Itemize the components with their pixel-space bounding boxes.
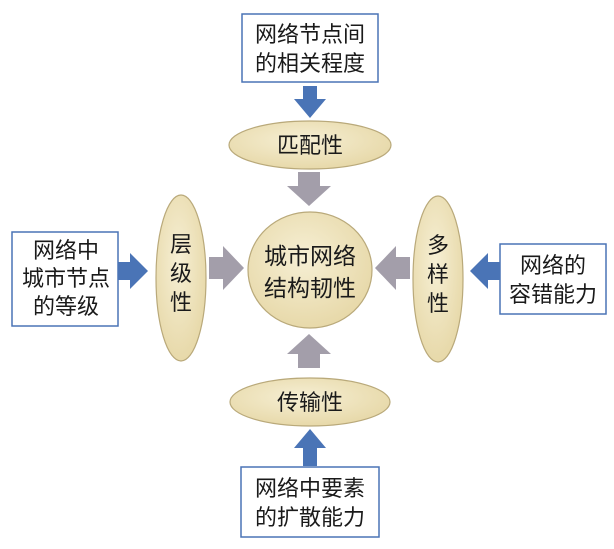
property-right-char-3: 性 [427,292,449,317]
gray-arrows [209,172,410,368]
property-right-char-2: 样 [427,263,449,288]
property-right: 多 样 性 [412,195,464,363]
factor-left: 网络中 城市节点 的等级 [11,231,119,327]
center-label-line2: 结构韧性 [264,276,356,302]
factor-right-line2: 容错能力 [509,283,597,308]
factor-bottom-line1: 网络中要素 [255,477,365,502]
gray-arrow-top [287,172,331,206]
property-bottom-label: 传输性 [277,391,343,416]
blue-arrow-right [470,253,500,289]
gray-arrow-right [375,246,410,290]
factor-right: 网络的 容错能力 [499,243,607,315]
property-top: 匹配性 [228,120,392,170]
factor-top: 网络节点间 的相关程度 [241,13,379,83]
center-node: 城市网络 结构韧性 [247,211,373,329]
factor-top-line2: 的相关程度 [255,52,365,77]
blue-arrow-left [118,253,148,289]
property-top-label: 匹配性 [277,134,343,159]
property-bottom: 传输性 [229,377,391,427]
factor-left-line2: 城市节点 [22,267,110,292]
blue-arrow-top [294,86,326,118]
blue-arrows [118,86,500,466]
property-left-char-1: 层 [170,233,192,258]
property-right-char-1: 多 [427,234,449,259]
factor-bottom: 网络中要素 的扩散能力 [240,466,380,538]
gray-arrow-left [209,246,244,290]
factor-right-line1: 网络的 [520,254,586,279]
blue-arrow-bottom [294,429,326,466]
factor-left-line1: 网络中 [33,239,99,264]
gray-arrow-bottom [287,334,331,368]
property-left-char-2: 级 [170,262,192,287]
center-label-line1: 城市网络 [264,244,356,270]
factor-bottom-line2: 的扩散能力 [255,506,365,531]
property-left: 层 级 性 [155,194,207,362]
factor-left-line3: 的等级 [33,295,99,320]
property-left-char-3: 性 [170,291,192,316]
factor-top-line1: 网络节点间 [255,23,365,48]
